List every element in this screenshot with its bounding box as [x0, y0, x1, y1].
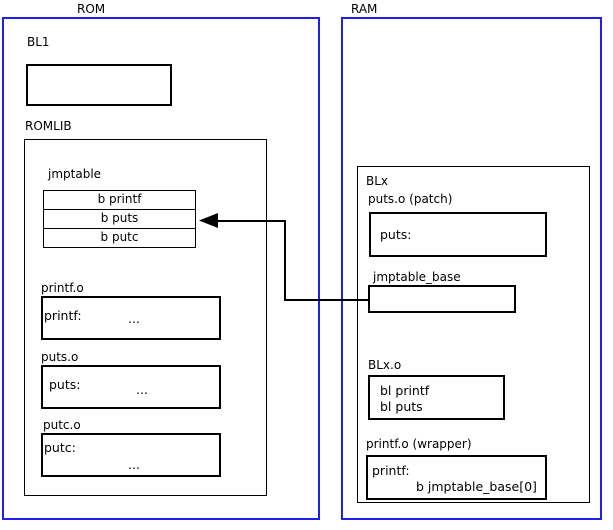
rom-putc-symbol: putc: — [44, 440, 76, 455]
jmptable-entry-puts: b puts — [43, 209, 196, 229]
blxo-line-bl-printf: bl printf — [380, 383, 430, 398]
blxo-label: BLx.o — [368, 358, 402, 372]
wrapper-printf-box: printf: b jmptable_base[0] — [366, 455, 547, 500]
jmptable-entry-printf: b printf — [43, 190, 196, 210]
blx-box — [357, 166, 590, 503]
bl1-box — [26, 64, 172, 106]
rom-puts-symbol: puts: — [49, 377, 81, 392]
wrapper-label: printf.o (wrapper) — [366, 437, 472, 451]
patch-label: puts.o (patch) — [368, 192, 453, 206]
jmptable-label: jmptable — [48, 167, 102, 181]
rom-puts-o-box: puts: ... — [41, 365, 221, 409]
rom-region-title: ROM — [77, 2, 106, 16]
wrapper-printf-branch: b jmptable_base[0] — [416, 479, 537, 494]
rom-printf-o-label: printf.o — [41, 281, 84, 295]
blxo-line-bl-puts: bl puts — [380, 399, 423, 414]
rom-puts-body: ... — [136, 382, 148, 397]
rom-putc-body: ... — [128, 457, 140, 472]
rom-puts-o-label: puts.o — [41, 350, 79, 364]
bl1-label: BL1 — [27, 35, 50, 49]
jmptable-entry-putc: b putc — [43, 228, 196, 248]
jmptable-base-box — [368, 285, 516, 313]
rom-printf-body: ... — [128, 311, 140, 326]
blx-label: BLx — [366, 174, 389, 188]
blxo-box: bl printf bl puts — [368, 375, 505, 420]
romlib-box — [24, 139, 267, 496]
patch-puts-symbol: puts: — [380, 227, 412, 242]
ram-region-title: RAM — [351, 2, 378, 16]
rom-printf-symbol: printf: — [44, 308, 82, 323]
patch-puts-box: puts: — [369, 212, 547, 257]
rom-putc-o-label: putc.o — [43, 418, 81, 432]
romlib-label: ROMLIB — [25, 119, 72, 133]
wrapper-printf-symbol: printf: — [372, 463, 410, 478]
jmptable-base-label: jmptable_base — [373, 270, 461, 284]
rom-putc-o-box: putc: ... — [41, 433, 221, 477]
rom-printf-o-box: printf: ... — [41, 296, 221, 340]
